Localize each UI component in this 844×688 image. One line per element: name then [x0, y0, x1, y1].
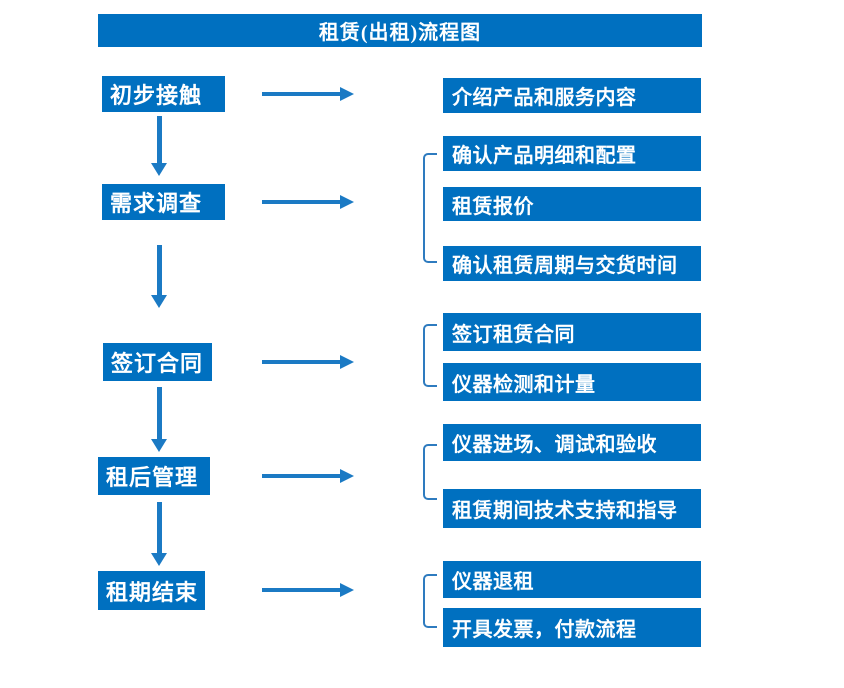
arrow-shaft — [156, 245, 162, 296]
bracket — [423, 574, 437, 628]
arrow-head — [340, 355, 354, 369]
detail-box: 仪器进场、调试和验收 — [443, 424, 701, 461]
arrow-shaft — [156, 387, 162, 440]
detail-box: 租赁期间技术支持和指导 — [443, 489, 701, 528]
down-arrow-icon — [151, 116, 167, 176]
right-arrow-icon — [262, 583, 354, 597]
detail-box: 仪器退租 — [443, 561, 701, 598]
bracket — [423, 153, 437, 263]
down-arrow-icon — [151, 387, 167, 452]
detail-box: 介绍产品和服务内容 — [443, 78, 701, 113]
arrow-shaft — [156, 116, 162, 164]
arrow-head — [151, 295, 167, 308]
down-arrow-icon — [151, 245, 167, 308]
step-box-post-rental-management: 租后管理 — [98, 457, 210, 495]
right-arrow-icon — [262, 87, 354, 101]
detail-box: 租赁报价 — [443, 187, 701, 221]
detail-box: 签订租赁合同 — [443, 313, 701, 351]
arrow-head — [151, 439, 167, 452]
down-arrow-icon — [151, 502, 167, 566]
arrow-shaft — [262, 588, 341, 592]
detail-box: 确认产品明细和配置 — [443, 136, 701, 171]
arrow-shaft — [156, 502, 162, 554]
detail-box: 仪器检测和计量 — [443, 363, 701, 401]
step-box-sign-contract: 签订合同 — [103, 343, 212, 381]
arrow-head — [340, 469, 354, 483]
right-arrow-icon — [262, 195, 354, 209]
right-arrow-icon — [262, 355, 354, 369]
bracket — [423, 444, 437, 500]
bracket — [423, 324, 437, 387]
step-box-initial-contact: 初步接触 — [102, 76, 225, 112]
right-arrow-icon — [262, 469, 354, 483]
arrow-shaft — [262, 474, 341, 478]
chart-title: 租赁(出租)流程图 — [98, 14, 702, 47]
detail-box: 确认租赁周期与交货时间 — [443, 246, 701, 281]
arrow-head — [340, 195, 354, 209]
arrow-head — [340, 583, 354, 597]
arrow-head — [340, 87, 354, 101]
detail-box: 开具发票，付款流程 — [443, 608, 701, 647]
step-box-rental-end: 租期结束 — [98, 571, 205, 610]
step-box-demand-survey: 需求调查 — [102, 184, 225, 220]
arrow-shaft — [262, 360, 341, 364]
arrow-head — [151, 163, 167, 176]
arrow-shaft — [262, 92, 341, 96]
arrow-head — [151, 553, 167, 566]
arrow-shaft — [262, 200, 341, 204]
